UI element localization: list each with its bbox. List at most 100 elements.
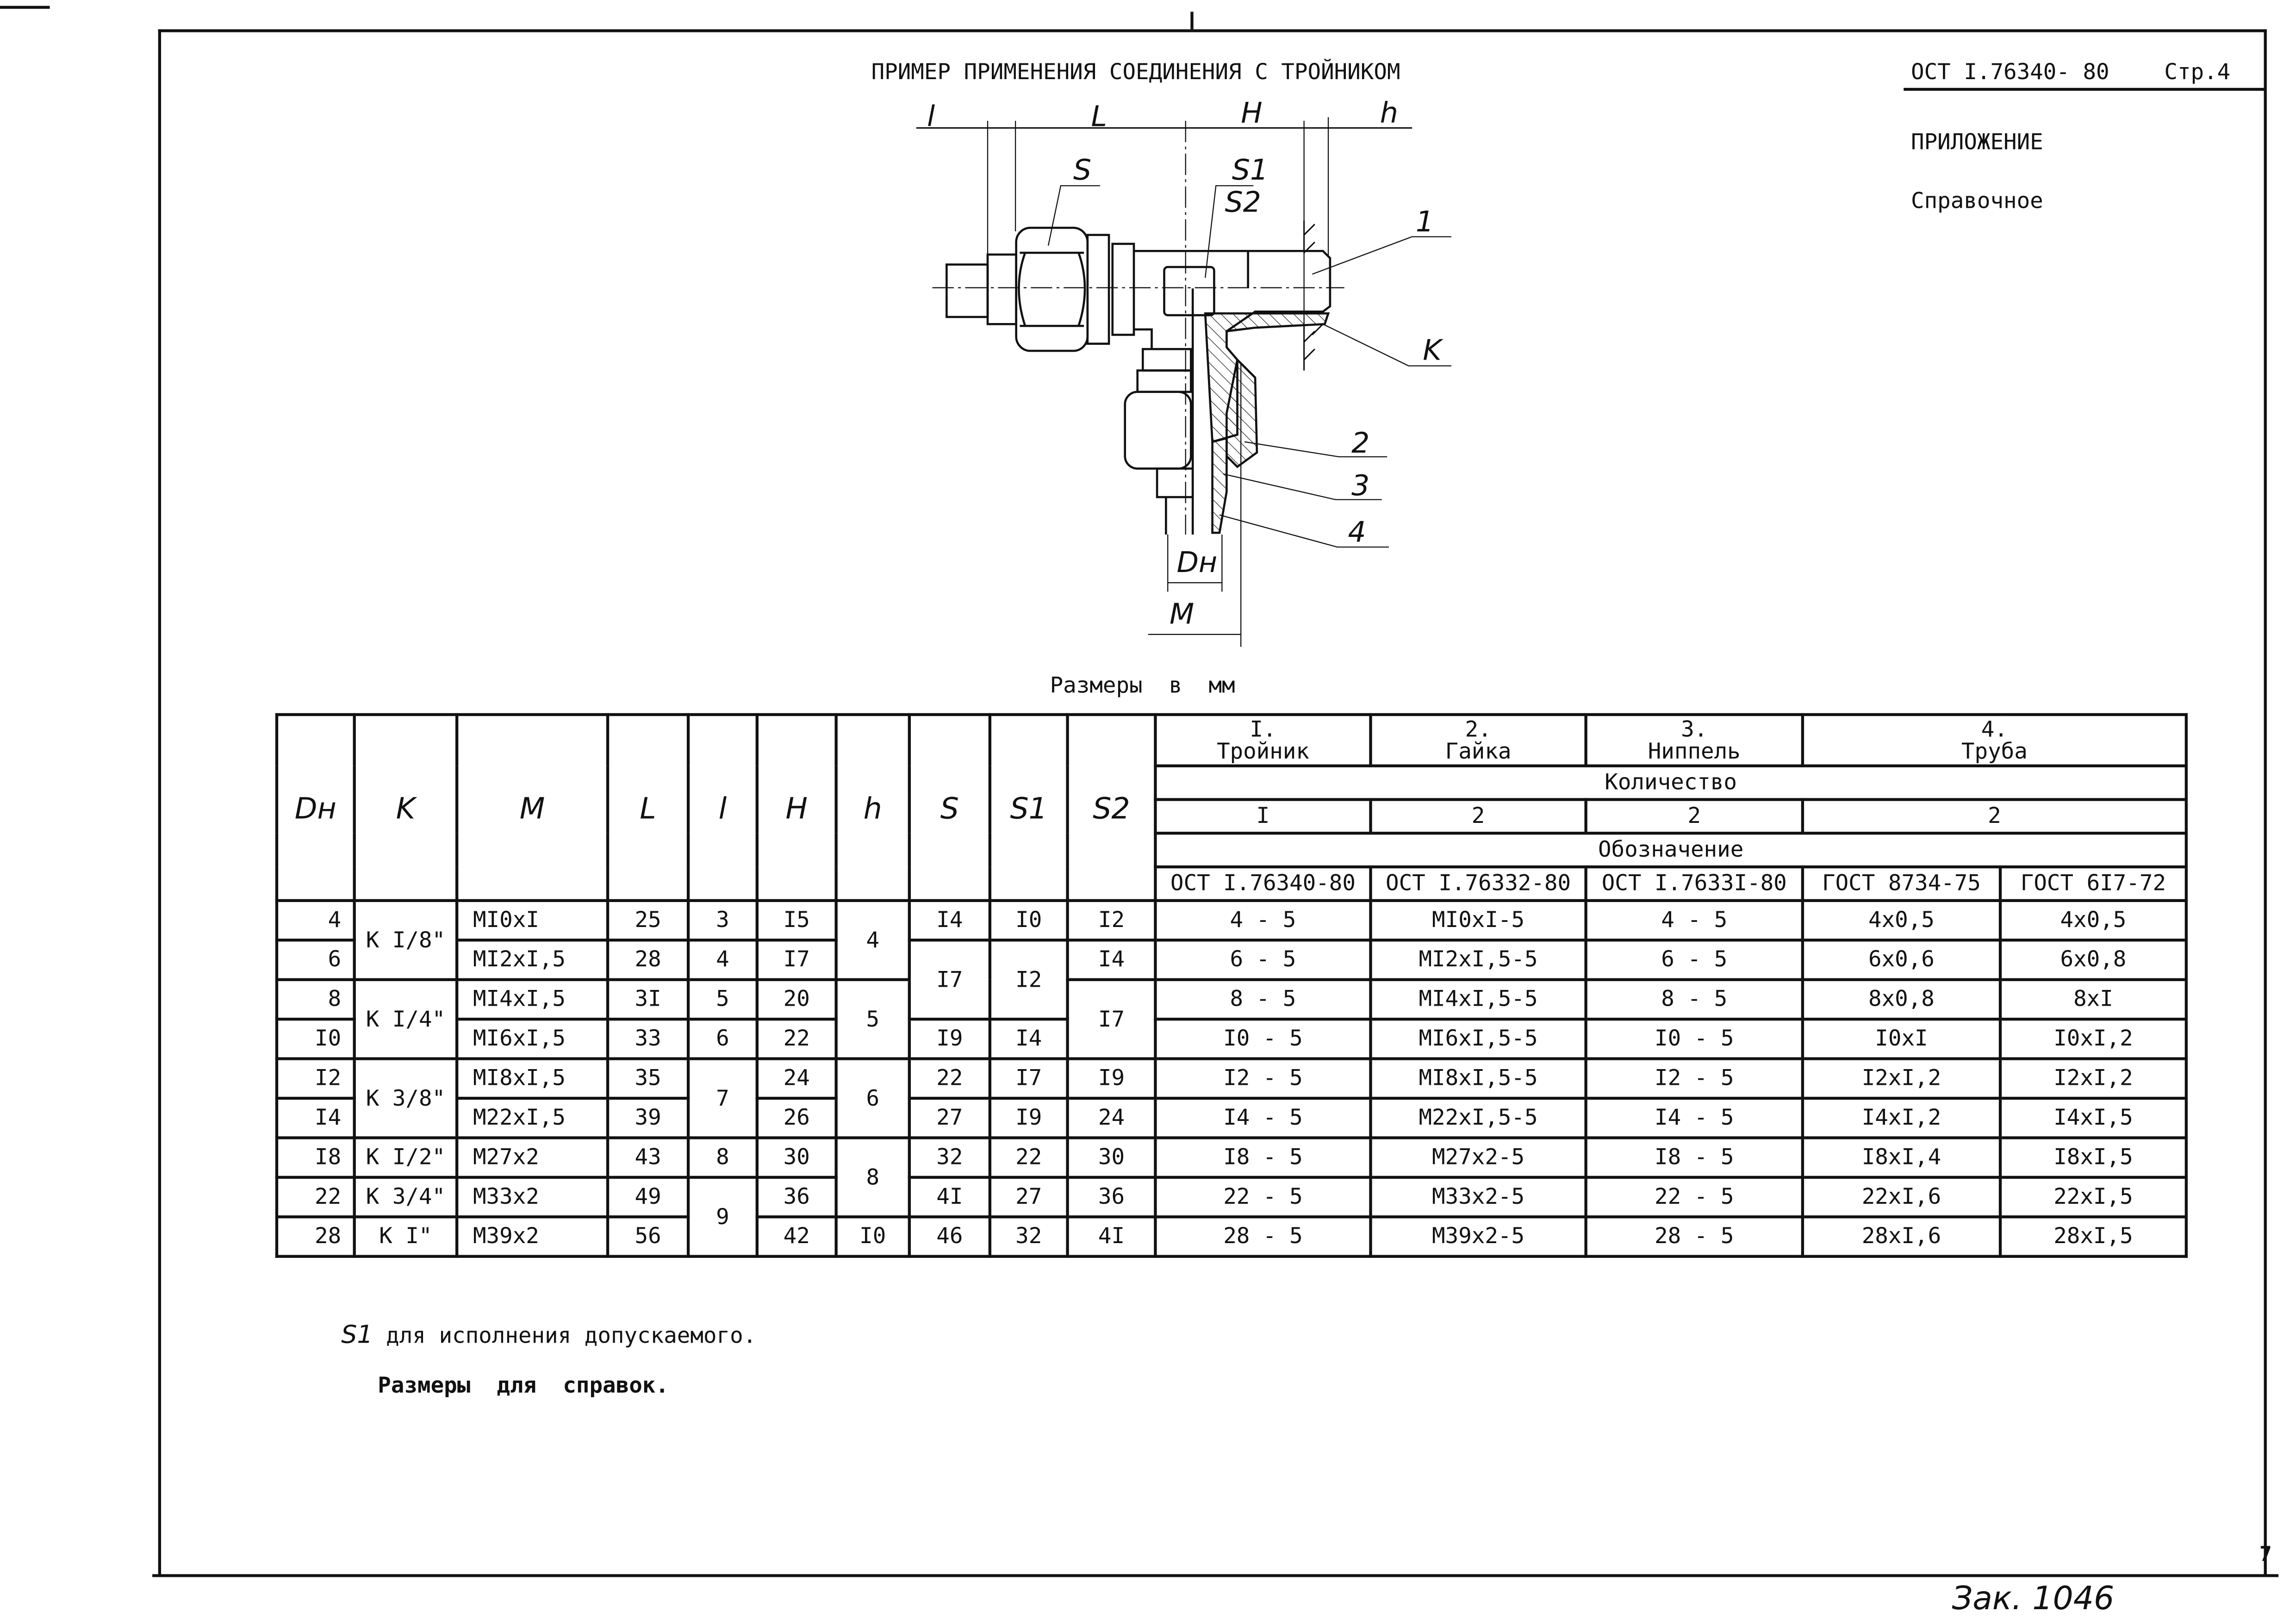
- part-header: 4.Труба: [1801, 713, 2188, 767]
- cell-s1: 32: [988, 1215, 1069, 1258]
- cell-s2: I4: [1066, 939, 1157, 981]
- cell-s: I4: [908, 899, 992, 942]
- cell-s: I9: [908, 1017, 992, 1060]
- cell-h: I5: [755, 899, 838, 942]
- cell-m: M22xI,5: [455, 1096, 610, 1139]
- column-header: S: [908, 713, 992, 902]
- header-underline: [1904, 87, 2264, 90]
- designation-cell: I8xI,4: [1801, 1136, 2002, 1179]
- cell-l: 3I: [606, 978, 690, 1021]
- cell-m: M39x2: [455, 1215, 610, 1258]
- cell-h: I7: [755, 939, 838, 981]
- cell-s1: I7: [988, 1057, 1069, 1100]
- part-header: I.Тройник: [1154, 713, 1372, 767]
- label-part-1: 1: [1416, 205, 1434, 238]
- cell-dн: 8: [275, 978, 356, 1021]
- part-name: Гайка: [1445, 737, 1512, 764]
- cell-m: M27x2: [455, 1136, 610, 1179]
- cell-s2: I9: [1066, 1057, 1157, 1100]
- cell-l: 33: [606, 1017, 690, 1060]
- designation-cell: 8xI: [1998, 978, 2188, 1021]
- designation-cell: 22 - 5: [1584, 1176, 1804, 1219]
- cell-m: MI2xI,5: [455, 939, 610, 981]
- cell-k: К I": [353, 1215, 459, 1258]
- appendix-label: ПРИЛОЖЕНИЕ: [1911, 129, 2043, 156]
- cell-l: 6: [686, 1017, 759, 1060]
- designation-cell: M27x2-5: [1369, 1136, 1587, 1179]
- column-header: K: [353, 713, 459, 902]
- cell-s1: 22: [988, 1136, 1069, 1179]
- designation-cell: 28 - 5: [1584, 1215, 1804, 1258]
- cell-k: К I/4": [353, 978, 459, 1060]
- appendix-type: Справочное: [1911, 187, 2043, 214]
- cell-dн: 28: [275, 1215, 356, 1258]
- cell-h: 26: [755, 1096, 838, 1139]
- designation-cell: I0xI: [1801, 1017, 2002, 1060]
- dim-h-label: h: [1380, 96, 1398, 130]
- column-header: L: [606, 713, 690, 902]
- cell-h: 5: [834, 978, 911, 1060]
- cell-h: 24: [755, 1057, 838, 1100]
- designation-cell: I4xI,2: [1801, 1096, 2002, 1139]
- designation-cell: 4 - 5: [1154, 899, 1372, 942]
- cell-l: 49: [606, 1176, 690, 1219]
- cell-k: К 3/4": [353, 1176, 459, 1219]
- cell-l: 43: [606, 1136, 690, 1179]
- label-K: K: [1423, 333, 1444, 367]
- designation-cell: MI4xI,5-5: [1369, 978, 1587, 1021]
- column-header: l: [686, 713, 759, 902]
- label-part-3: 3: [1351, 469, 1369, 502]
- cell-dн: I0: [275, 1017, 356, 1060]
- dim-l-label: l: [927, 100, 935, 133]
- designation-cell: MI0xI-5: [1369, 899, 1587, 942]
- part-name: Труба: [1961, 737, 2028, 764]
- quantity-cell: 2: [1801, 798, 2188, 835]
- cell-h: 20: [755, 978, 838, 1021]
- cell-h: 6: [834, 1057, 911, 1139]
- cell-m: MI6xI,5: [455, 1017, 610, 1060]
- cell-h: 36: [755, 1176, 838, 1219]
- label-S: S: [1073, 153, 1091, 187]
- designation-cell: 8 - 5: [1154, 978, 1372, 1021]
- cell-h: 8: [834, 1136, 911, 1219]
- top-tick: [1190, 12, 1193, 30]
- frame-top: [158, 29, 2267, 32]
- designation-cell: I8 - 5: [1584, 1136, 1804, 1179]
- dim-M-label: M: [1170, 597, 1194, 631]
- standard-cell: ОСТ I.76340-80: [1154, 865, 1372, 902]
- designation-cell: MI6xI,5-5: [1369, 1017, 1587, 1060]
- designation-cell: I0 - 5: [1154, 1017, 1372, 1060]
- part-number: 4.: [1981, 715, 2008, 742]
- standard-cell: ОСТ I.7633I-80: [1584, 865, 1804, 902]
- cell-m: MI0xI: [455, 899, 610, 942]
- designation-cell: 8 - 5: [1584, 978, 1804, 1021]
- s1-note-text: для исполнения допускаемого.: [386, 1322, 757, 1349]
- designation-cell: 6 - 5: [1154, 939, 1372, 981]
- dim-H-label: H: [1241, 96, 1262, 130]
- cell-s2: 30: [1066, 1136, 1157, 1179]
- designation-cell: I2 - 5: [1584, 1057, 1804, 1100]
- cell-s2: 36: [1066, 1176, 1157, 1219]
- cell-s1: I0: [988, 899, 1069, 942]
- page-title: ПРИМЕР ПРИМЕНЕНИЯ СОЕДИНЕНИЯ С ТРОЙНИКОМ: [871, 58, 1400, 85]
- cell-h: 42: [755, 1215, 838, 1258]
- designation-cell: 4 - 5: [1584, 899, 1804, 942]
- cell-l: 28: [606, 939, 690, 981]
- cell-l: 9: [686, 1176, 759, 1258]
- designation-cell: 4x0,5: [1998, 899, 2188, 942]
- column-header: S1: [988, 713, 1069, 902]
- cell-k: К I/8": [353, 899, 459, 981]
- designation-cell: M22xI,5-5: [1369, 1096, 1587, 1139]
- cell-s: 46: [908, 1215, 992, 1258]
- cell-h: 30: [755, 1136, 838, 1179]
- designation-cell: 6x0,6: [1801, 939, 2002, 981]
- designation-cell: 22xI,6: [1801, 1176, 2002, 1219]
- cell-s: 27: [908, 1096, 992, 1139]
- part-number: 2.: [1465, 715, 1492, 742]
- designation-cell: M39x2-5: [1369, 1215, 1587, 1258]
